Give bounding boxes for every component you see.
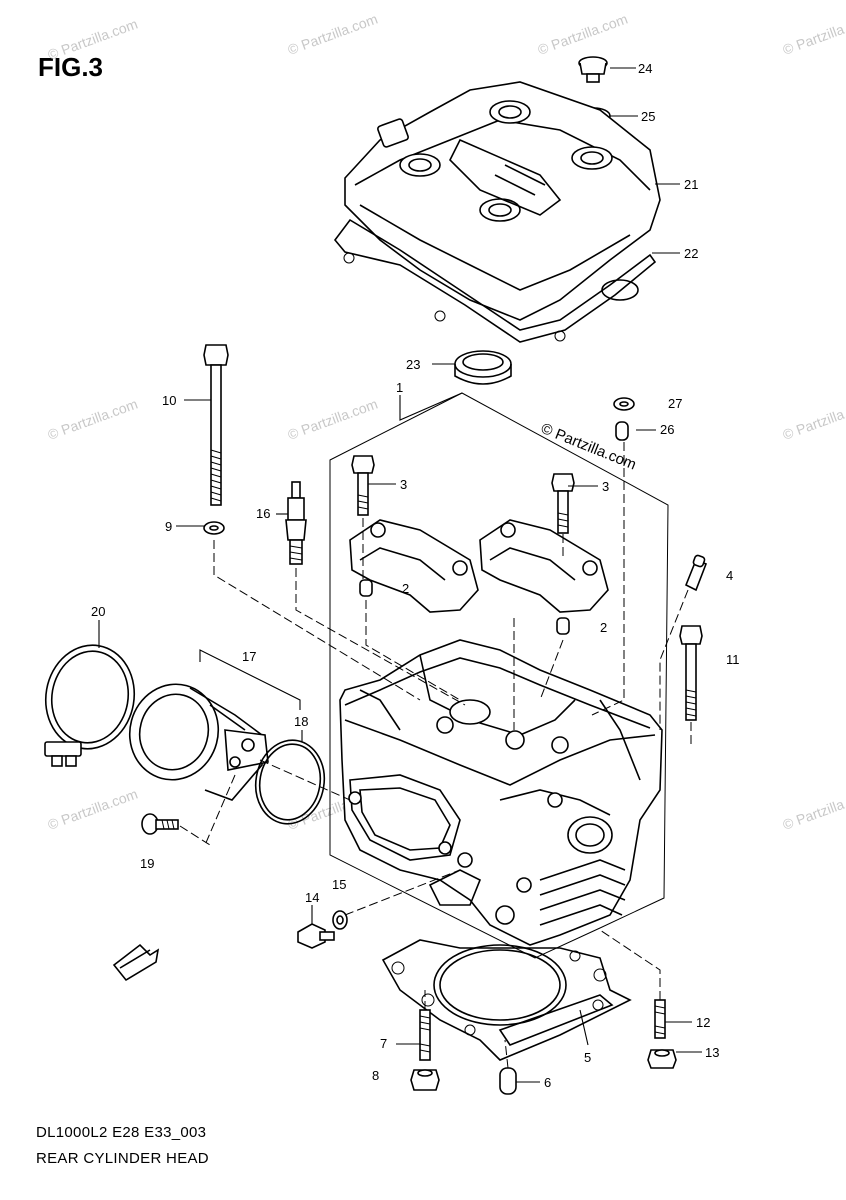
callout-13: 13 — [705, 1045, 719, 1060]
callout-5: 5 — [584, 1050, 591, 1065]
part-2-camshaft-holder-right — [479, 519, 609, 635]
callout-3: 3 — [400, 477, 407, 492]
callout-21: 21 — [684, 177, 698, 192]
figure-caption: REAR CYLINDER HEAD — [36, 1150, 209, 1167]
callout-24: 24 — [638, 61, 652, 76]
part-7-stud — [419, 1009, 431, 1061]
callout-8: 8 — [372, 1068, 379, 1083]
callout-2: 2 — [600, 620, 607, 635]
part-20-hose-clamp — [44, 644, 136, 767]
callout-22: 22 — [684, 246, 698, 261]
part-16-spark-plug — [285, 481, 307, 565]
part-19-screw — [141, 813, 179, 835]
callout-11: 11 — [726, 652, 740, 667]
part-22-head-cover-gasket — [333, 218, 657, 343]
callout-25: 25 — [641, 109, 655, 124]
part-2-camshaft-holder-left — [349, 519, 479, 613]
part-27-washer — [613, 397, 635, 411]
assembly-lines — [179, 442, 692, 1069]
callout-27: 27 — [668, 396, 682, 411]
model-code: DL1000L2 E28 E33_003 — [36, 1124, 207, 1141]
part-1-assembly-bracket — [329, 392, 669, 959]
callout-26: 26 — [660, 422, 674, 437]
watermark: © Partzilla.com — [781, 11, 846, 58]
part-9-washer — [203, 521, 225, 535]
leader-lines — [98, 67, 702, 1083]
part-26-pin — [615, 421, 629, 441]
part-11-bolt — [679, 625, 703, 721]
callout-16: 16 — [256, 506, 270, 521]
watermark: © Partzilla.com — [286, 396, 380, 443]
cylinder-head-casting — [339, 639, 663, 946]
callout-numbers: 24 25 21 22 23 1 27 26 10 3 3 16 9 2 2 4… — [91, 61, 740, 1090]
callout-12: 12 — [696, 1015, 710, 1030]
callout-20: 20 — [91, 604, 105, 619]
part-24-cap-bolt — [578, 56, 608, 83]
part-13-nut — [647, 1049, 677, 1069]
watermark: © Partzilla.com — [286, 11, 380, 58]
callout-9: 9 — [165, 519, 172, 534]
part-23-o-ring — [454, 350, 512, 385]
watermark: © Partzilla.com — [46, 786, 140, 833]
watermark: © Partzilla.com — [46, 16, 140, 63]
callout-10: 10 — [162, 393, 176, 408]
part-3-bolt-left — [351, 455, 375, 516]
part-15-washer — [332, 910, 348, 930]
watermark: © Partzilla.com — [781, 786, 846, 833]
callout-6: 6 — [544, 1075, 551, 1090]
callout-3: 3 — [602, 479, 609, 494]
part-6-dowel-pin — [499, 1067, 517, 1095]
watermark: © Partzilla.com — [536, 11, 630, 58]
callout-2: 2 — [402, 581, 409, 596]
watermark: © Partzilla.com — [46, 396, 140, 443]
callout-19: 19 — [140, 856, 154, 871]
part-21-cylinder-head-cover — [344, 81, 661, 321]
part-5-cylinder-head-gasket — [381, 939, 632, 1061]
watermark: © Partzilla.com — [781, 396, 846, 443]
callout-18: 18 — [294, 714, 308, 729]
callout-4: 4 — [726, 568, 733, 583]
part-3-bolt-right — [551, 473, 575, 534]
callout-23: 23 — [406, 357, 420, 372]
part-4-stud — [684, 554, 708, 592]
callout-17: 17 — [242, 649, 256, 664]
front-arrow-icon — [112, 943, 160, 982]
part-12-stud — [654, 999, 666, 1039]
part-14-bolt — [297, 923, 335, 949]
part-17-intake-pipe — [128, 683, 269, 801]
callout-14: 14 — [305, 890, 319, 905]
callout-1: 1 — [396, 380, 403, 395]
part-8-nut — [410, 1069, 440, 1091]
part-10-stud-bolt — [203, 344, 229, 506]
figure-title: FIG.3 — [38, 52, 104, 82]
callout-15: 15 — [332, 877, 346, 892]
callout-7: 7 — [380, 1036, 387, 1051]
